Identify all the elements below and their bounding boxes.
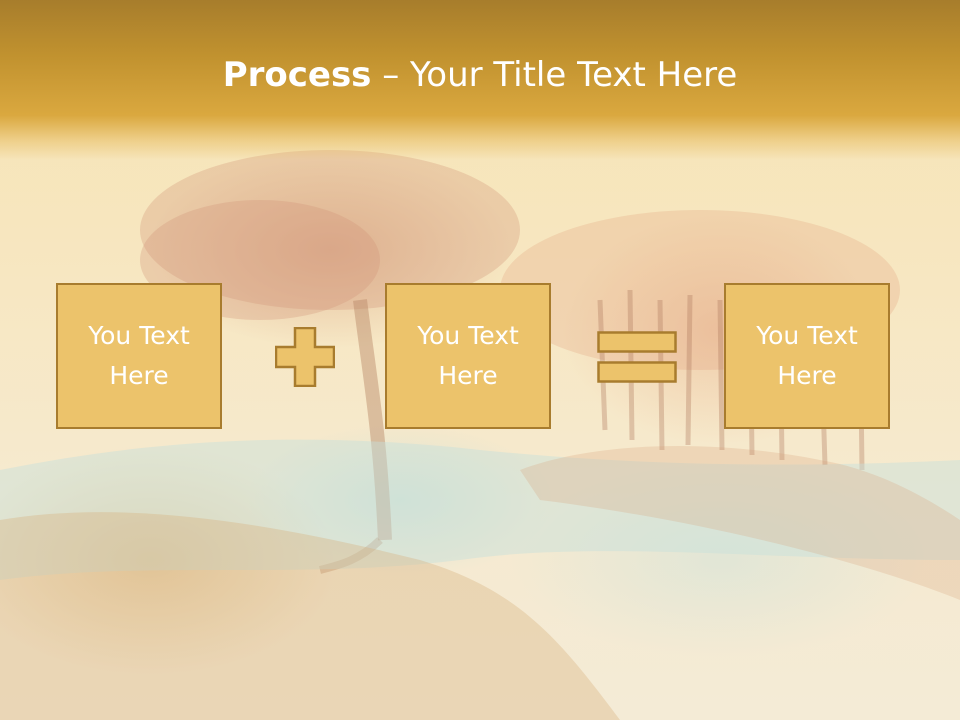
plus-icon xyxy=(275,327,335,387)
process-box-1[interactable]: You Text Here xyxy=(56,283,222,429)
process-box-3[interactable]: You Text Here xyxy=(724,283,890,429)
title-bold: Process xyxy=(222,55,372,95)
title-rest: – Your Title Text Here xyxy=(371,55,738,95)
process-box-1-text: You Text Here xyxy=(88,321,190,390)
process-box-2-text: You Text Here xyxy=(417,321,519,390)
slide-title[interactable]: Process – Your Title Text Here xyxy=(0,52,960,98)
header-band xyxy=(0,0,960,160)
process-box-2[interactable]: You Text Here xyxy=(385,283,551,429)
equals-icon xyxy=(597,331,677,383)
process-box-3-text: You Text Here xyxy=(756,321,858,390)
